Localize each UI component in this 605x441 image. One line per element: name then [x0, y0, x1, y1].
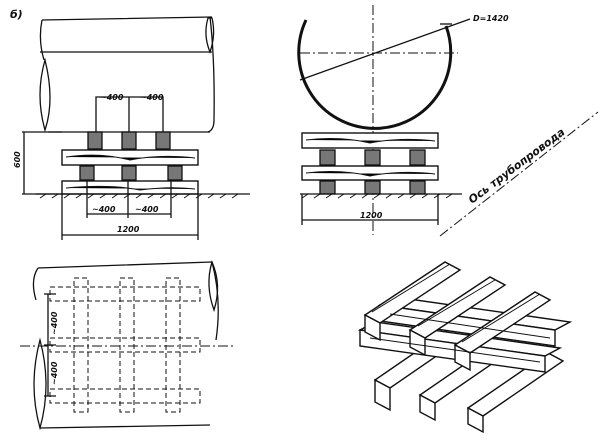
- end-view: D=1420 1200: [297, 5, 509, 235]
- dim-width-side: 1200: [117, 225, 140, 234]
- pipe-section-arc: [297, 19, 453, 130]
- isometric-stack: [357, 261, 573, 434]
- dim-bottom-2: ~400: [135, 205, 159, 214]
- plan-dim-1: ~400: [50, 311, 59, 335]
- plan-view: ~400 ~400: [20, 260, 235, 431]
- dim-bottom-1: ~400: [92, 205, 116, 214]
- pipe-end-ellipse-plan: [33, 337, 47, 431]
- pipe-end-ellipse: [39, 57, 51, 133]
- diameter-label: D=1420: [473, 14, 509, 23]
- side-view: б) ~400 ~400 600 ~400 ~400: [10, 8, 250, 240]
- dashed-pads: [49, 277, 201, 413]
- dim-top-1: ~400: [100, 93, 124, 102]
- diameter-line: [299, 18, 471, 81]
- axis-label: Ось трубопровода: [466, 125, 567, 206]
- timber-pads-side: [61, 131, 199, 195]
- pipe-side: [39, 16, 215, 133]
- figure-label: б): [10, 8, 23, 21]
- plan-dim-2: ~400: [50, 361, 59, 385]
- dim-height: 600: [13, 151, 22, 168]
- pipeline-axis: Ось трубопровода: [439, 111, 599, 237]
- dim-width-end: 1200: [360, 211, 383, 220]
- dim-top-2: ~400: [140, 93, 164, 102]
